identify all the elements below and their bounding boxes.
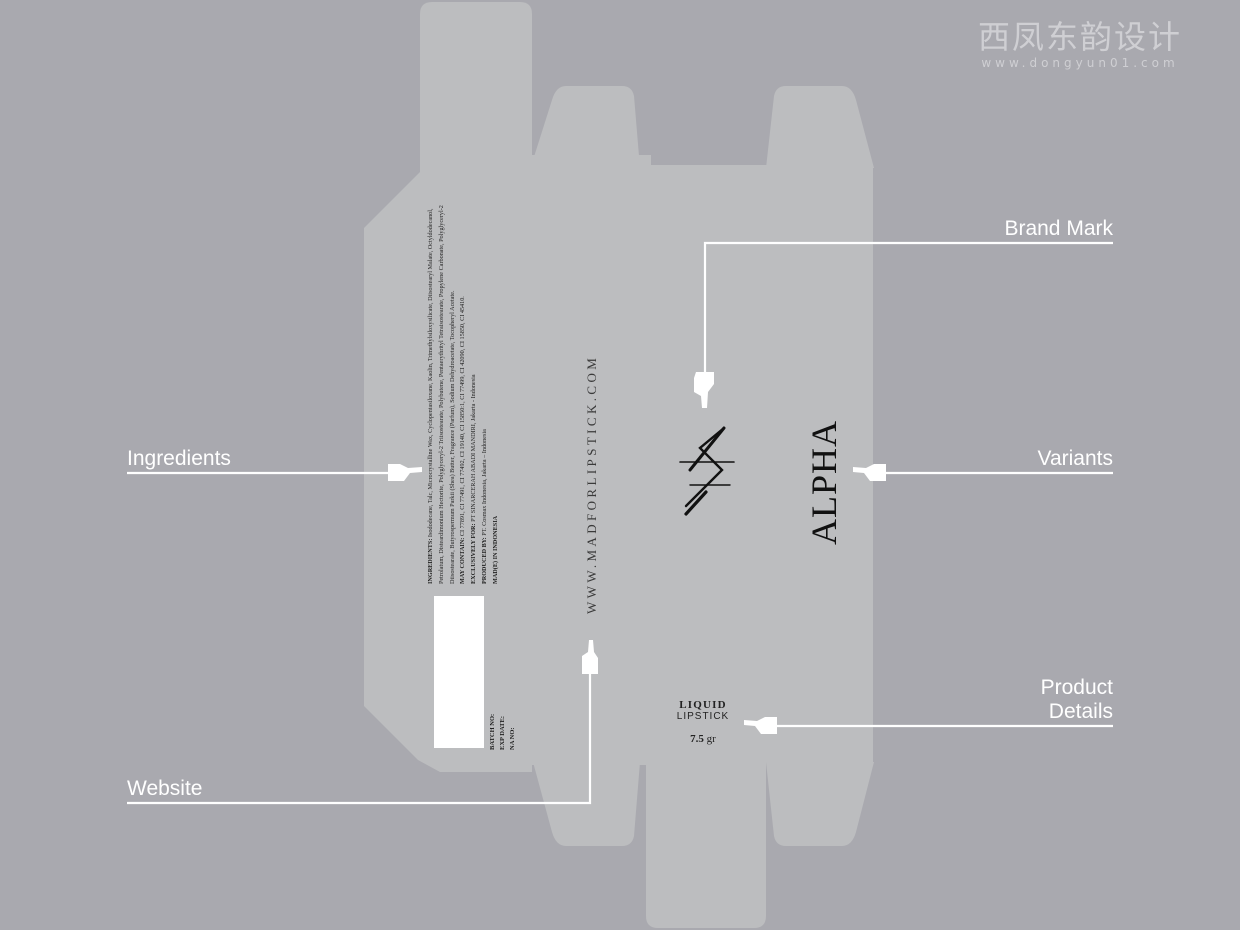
brand-mark-leader — [703, 241, 1113, 378]
may-contain-list: CI 77891, CI 77491, CI 77492, CI 19140, … — [459, 296, 467, 537]
batch-no-label: BATCH NO: — [489, 713, 496, 750]
exp-date-label: EXP DATE: — [499, 715, 506, 750]
product-type-line2: LIPSTICK — [676, 711, 730, 722]
website-url: WWW.MADFORLIPSTICK.COM — [584, 354, 599, 614]
product-details-block: LIQUID LIPSTICK 7.5 gr — [668, 699, 738, 746]
top-flap — [420, 2, 532, 160]
ingredients-text-block: INGREDIENTS: Isododecane, Talc, Microcry… — [426, 184, 502, 584]
net-weight-unit: gr — [706, 733, 716, 745]
callout-brand-mark: Brand Mark — [1004, 217, 1113, 240]
tuck-tab-upper-left — [533, 86, 640, 168]
callout-website: Website — [127, 777, 203, 800]
produced-text: PT. Cosmax Indonesia, Jakarta – Indonesi… — [480, 429, 488, 536]
barcode-area — [434, 596, 484, 748]
na-no-label: NA NO: — [509, 727, 516, 750]
ingredients-list: Isododecane, Talc, Microcrystalline Wax,… — [427, 205, 456, 584]
pointing-hand-icon — [744, 717, 777, 734]
callout-lines — [127, 241, 1113, 805]
watermark-chinese: 西凤东韵设计 — [977, 18, 1182, 56]
variant-name: ALPHA — [804, 419, 844, 545]
front-panel — [645, 165, 873, 762]
watermark-url: www.dongyun01.com — [981, 56, 1179, 70]
website-leader — [127, 665, 592, 805]
tuck-tab-lower-right — [766, 762, 874, 846]
pointing-hand-icon — [694, 372, 714, 408]
batch-info-block: BATCH NO: EXP DATE: NA NO: — [488, 670, 518, 750]
side-panel — [364, 155, 532, 772]
pointing-hand-icon — [582, 640, 598, 674]
exclusive-text: PT SINARCERAH ABADI MANDIRI, Jakarta - I… — [470, 374, 478, 522]
net-weight-value: 7.5 — [690, 733, 704, 745]
watermark: 西凤东韵设计 www.dongyun01.com — [930, 18, 1230, 70]
ingredients-label: INGREDIENTS: — [427, 538, 434, 584]
callout-product-details: Product Details — [1040, 676, 1113, 723]
brand-mark-monogram — [679, 426, 735, 516]
bottom-flap — [646, 760, 766, 928]
tuck-tab-upper-right — [766, 86, 874, 168]
exclusive-label: EXCLUSIVELY FOR: — [470, 523, 478, 584]
product-type-line1: LIQUID — [679, 699, 727, 711]
pointing-hand-icon — [853, 464, 886, 481]
may-contain-label: MAY CONTAIN: — [459, 537, 467, 584]
net-weight: 7.5 gr — [668, 733, 738, 746]
pointing-hand-icon — [388, 464, 422, 481]
made-in-text: MAD(E) IN INDONESIA — [491, 515, 499, 584]
callout-ingredients: Ingredients — [127, 447, 231, 470]
callout-variants: Variants — [1037, 447, 1113, 470]
produced-label: PRODUCED BY: — [480, 537, 488, 584]
